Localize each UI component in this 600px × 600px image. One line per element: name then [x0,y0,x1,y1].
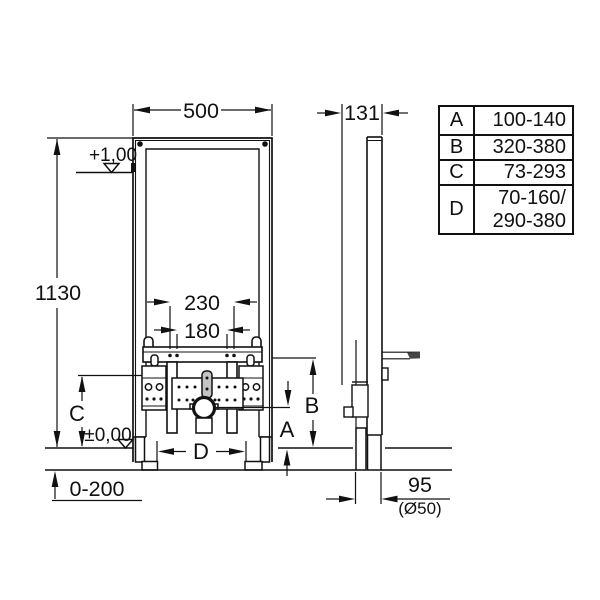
side-foot [355,427,382,471]
floor-lines [45,447,452,471]
table-row: C 73-293 [438,159,574,186]
table-key-b: B [438,134,475,161]
upper-level-label: +1,00 [89,145,137,166]
side-depth-label: 131 [344,101,380,125]
floor-level-label: ±0,00 [84,425,131,446]
table-value-d: 70-160/ 290-380 [473,184,574,235]
table-value-a: 100-140 [473,105,574,136]
central-drain-assembly [171,370,244,434]
dim-c-label: C [69,401,85,426]
dim-c [78,374,142,447]
level-clip [131,163,136,172]
dim-front-height [47,137,133,447]
cross-rail [142,336,263,363]
dimension-labels: 500 1130 230 180 +1,00 ±0,00 0-200 C D A… [35,99,442,518]
front-height-label: 1130 [35,281,81,305]
stud-spacing-inner-label: 180 [184,319,220,343]
dim-side-depth [317,104,408,135]
table-row: D 70-160/ 290-380 [438,184,574,235]
table-row: B 320-380 [438,134,574,161]
dim-floor-adjust [51,471,142,502]
table-value-b: 320-380 [473,134,574,161]
table-key-c: C [438,159,475,186]
adjustment-slot [201,370,213,399]
table-key-a: A [438,105,475,136]
table-row: A 100-140 [438,105,574,136]
dim-b [272,357,317,447]
rivet-dots [177,385,237,402]
dim-a-label: A [280,417,295,442]
table-value-c: 73-293 [473,159,574,186]
upper-level-mark [76,162,133,174]
side-wall-bracket [343,381,369,418]
front-width-label: 500 [183,99,219,123]
dim-a [214,381,292,476]
wall-anchor-clip [381,367,389,381]
dimensions [47,104,450,504]
left-fixing-bracket [141,354,167,411]
dim-front-width [132,104,273,136]
dim-stud-180 [154,326,250,349]
dim-d-label: D [193,439,209,464]
adjustment-range-table: A 100-140 B 320-380 C 73-293 D 70-160/ 2… [438,105,574,235]
dim-outlet [326,472,450,504]
drain-connection-circle [191,395,217,421]
stud-spacing-outer-label: 230 [184,291,220,315]
outlet-diameter-label: (Ø50) [398,499,441,518]
floor-adjust-label: 0-200 [70,477,125,501]
outlet-distance-label: 95 [408,473,432,497]
side-view [341,104,420,471]
table-key-d: D [438,184,475,235]
dim-stud-230 [147,298,257,349]
dim-d [156,441,247,461]
dim-b-label: B [305,393,320,418]
floor-level-mark [116,438,135,450]
support-rod [382,351,420,360]
